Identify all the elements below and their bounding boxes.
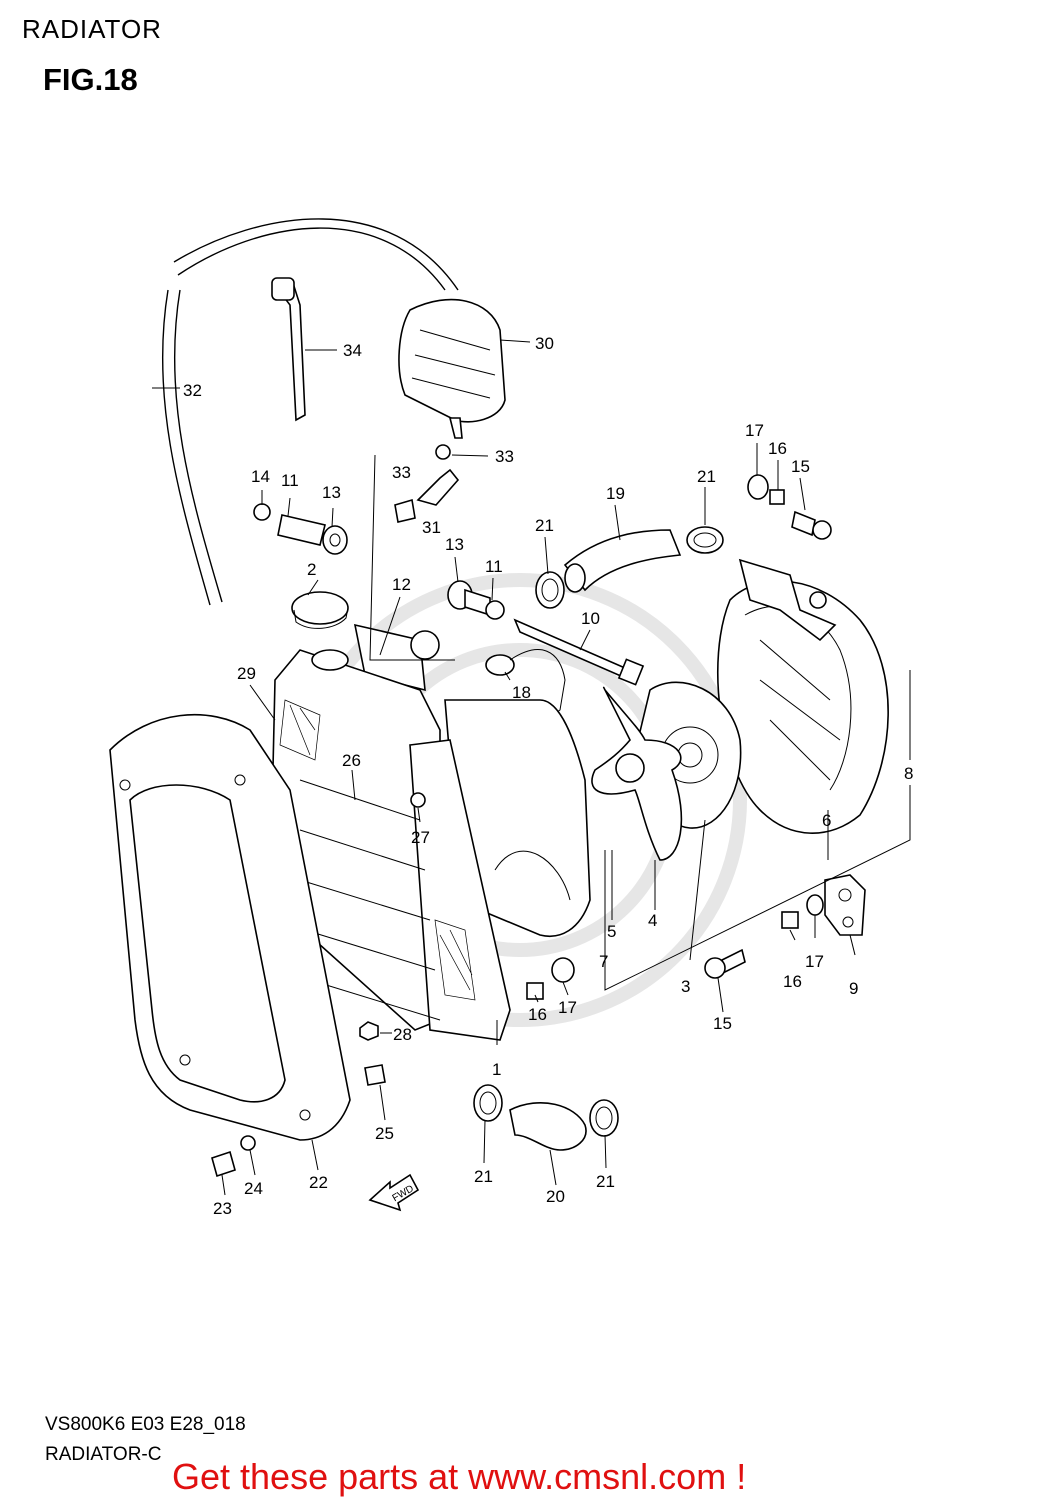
overflow-hose	[161, 218, 459, 606]
cooling-fan-blade	[591, 686, 683, 861]
part-label-21: 21	[474, 1167, 493, 1186]
part-label-3: 3	[681, 977, 690, 996]
small-fasteners-lower-left	[211, 1021, 386, 1178]
part-label-29: 29	[237, 664, 256, 683]
part-label-7: 7	[599, 952, 608, 971]
part-label-25: 25	[375, 1124, 394, 1143]
part-label-13: 13	[322, 483, 341, 502]
part-label-12: 12	[392, 575, 411, 594]
reservoir-tank	[398, 298, 506, 439]
part-label-33: 33	[392, 463, 411, 482]
diagram-subtitle: RADIATOR-C	[45, 1444, 162, 1465]
part-label-17: 17	[558, 998, 577, 1017]
part-label-18: 18	[512, 683, 531, 702]
part-label-8: 8	[904, 764, 913, 783]
part-label-24: 24	[244, 1179, 263, 1198]
part-label-23: 23	[213, 1199, 232, 1218]
bolt-collar-set-right	[447, 580, 505, 620]
hose-clamp-upper-left	[535, 571, 565, 609]
shroud-mount-bracket	[781, 874, 866, 936]
part-label-28: 28	[393, 1025, 412, 1044]
part-label-32: 32	[183, 381, 202, 400]
part-label-27: 27	[411, 828, 430, 847]
part-label-9: 9	[849, 979, 858, 998]
reservoir-bracket	[271, 277, 306, 422]
page-title: RADIATOR	[22, 14, 162, 44]
bolt-lower	[704, 948, 746, 979]
leader-lines	[152, 339, 911, 1196]
radiator-cap	[291, 591, 349, 629]
part-label-5: 5	[607, 922, 616, 941]
fan-thermo-switch	[485, 649, 566, 716]
long-bolt	[513, 618, 645, 686]
fan-shroud	[717, 558, 889, 834]
part-label-26: 26	[342, 751, 361, 770]
part-label-16: 16	[768, 439, 787, 458]
elbow-hose	[394, 444, 460, 523]
promo-link-text[interactable]: Get these parts at www.cmsnl.com !	[172, 1456, 747, 1497]
forward-direction-arrow: FWD	[368, 1173, 420, 1212]
lower-radiator-hose	[473, 1084, 619, 1151]
part-label-16: 16	[528, 1005, 547, 1024]
fastener-set-top-right	[747, 474, 832, 540]
part-label-13: 13	[445, 535, 464, 554]
part-label-11: 11	[281, 471, 299, 490]
part-label-16: 16	[783, 972, 802, 991]
part-label-21: 21	[596, 1172, 615, 1191]
diagram-code: VS800K6 E03 E28_018	[45, 1414, 246, 1435]
part-label-10: 10	[581, 609, 600, 628]
part-label-21: 21	[535, 516, 554, 535]
part-label-15: 15	[791, 457, 810, 476]
figure-label: FIG.18	[43, 62, 138, 97]
hose-clamp-upper-right	[686, 526, 724, 554]
part-label-20: 20	[546, 1187, 565, 1206]
part-label-14: 14	[251, 467, 270, 486]
part-label-1: 1	[492, 1060, 501, 1079]
part-label-30: 30	[535, 334, 554, 353]
part-label-11: 11	[485, 557, 503, 576]
part-label-6: 6	[822, 811, 831, 830]
part-label-22: 22	[309, 1173, 328, 1192]
upper-radiator-hose	[563, 529, 682, 593]
radiator-side-guard	[109, 713, 351, 1141]
part-label-21: 21	[697, 467, 716, 486]
part-label-19: 19	[606, 484, 625, 503]
part-label-34: 34	[343, 341, 362, 360]
part-label-33: 33	[495, 447, 514, 466]
part-label-15: 15	[713, 1014, 732, 1033]
part-label-4: 4	[648, 911, 657, 930]
part-label-2: 2	[307, 560, 316, 579]
part-label-31: 31	[422, 518, 441, 537]
part-label-17: 17	[805, 952, 824, 971]
part-label-17: 17	[745, 421, 764, 440]
part-number-labels: 34 30 32 33 33 31 14 11 13 2 12 13 11 21…	[183, 334, 913, 1218]
